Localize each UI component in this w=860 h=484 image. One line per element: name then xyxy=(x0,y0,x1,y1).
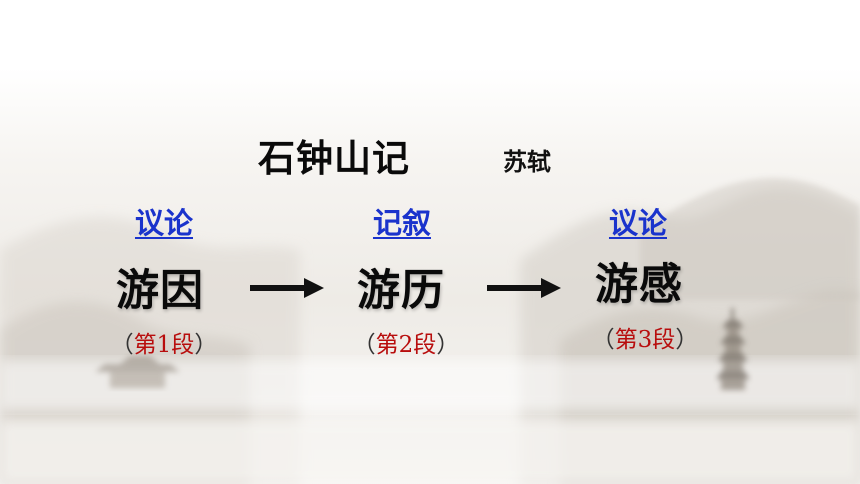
paren-open: （ xyxy=(110,332,134,358)
paren-close: ） xyxy=(675,327,699,353)
paragraph-number: 第3段 xyxy=(614,327,676,353)
paragraph-number: 第1段 xyxy=(133,332,195,358)
paragraph-label-1: （第1段） xyxy=(84,325,244,359)
right-arrow-icon xyxy=(250,278,324,298)
mode-label-2: 记叙 xyxy=(372,206,431,240)
pagoda-icon xyxy=(716,308,750,390)
author-name: 苏轼 xyxy=(503,148,551,176)
paren-close: ） xyxy=(194,332,218,358)
pavilion-icon xyxy=(95,356,180,388)
page-title: 石钟山记 xyxy=(258,137,410,180)
stage-label-3: 游感 xyxy=(595,260,683,310)
paren-close: ） xyxy=(436,332,460,358)
mode-label-1: 议论 xyxy=(134,206,193,240)
paren-open: （ xyxy=(591,327,615,353)
right-arrow-icon xyxy=(487,278,561,298)
paragraph-number: 第2段 xyxy=(375,332,437,358)
paragraph-label-3: （第3段） xyxy=(565,320,725,354)
paren-open: （ xyxy=(352,332,376,358)
stage-label-2: 游历 xyxy=(357,266,445,316)
stage-label-1: 游因 xyxy=(116,266,204,316)
paragraph-label-2: （第2段） xyxy=(326,325,486,359)
mode-label-3: 议论 xyxy=(608,206,667,240)
